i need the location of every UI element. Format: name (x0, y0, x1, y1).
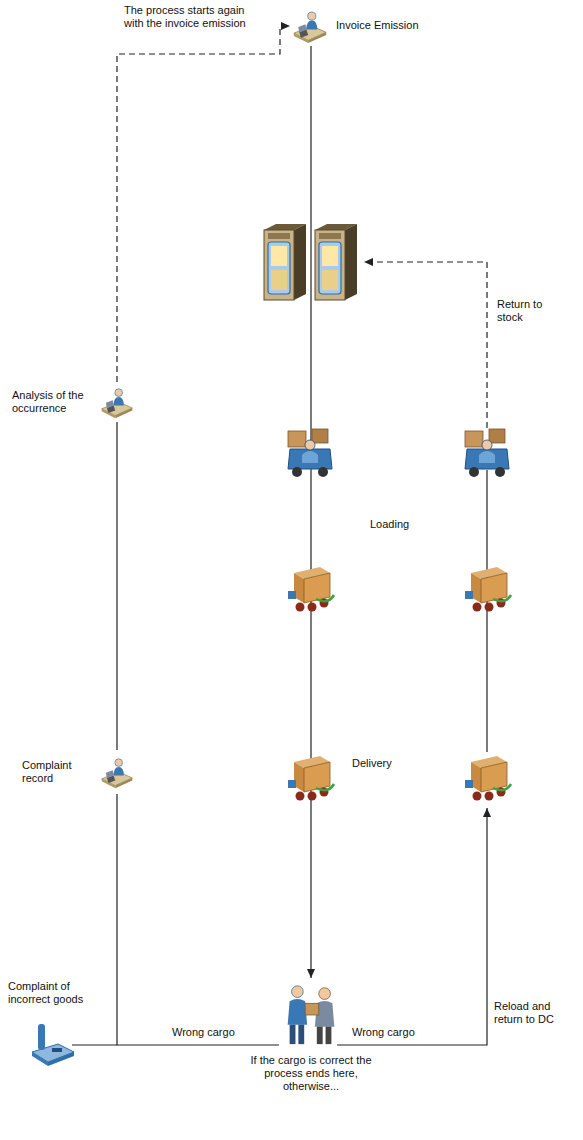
flow-label: Wrong cargo (352, 1026, 415, 1039)
node-label: Analysis of the occurrence (12, 389, 94, 415)
flow-label: Delivery (352, 757, 392, 770)
flow-connector (116, 422, 117, 750)
truck-icon (465, 567, 511, 612)
stock-shelf (264, 224, 306, 300)
truck-icon (465, 756, 511, 801)
return-line (337, 808, 487, 1045)
node-label: If the cargo is correct the process ends… (248, 1054, 374, 1094)
phone-line (72, 1044, 117, 1045)
task-node: Invoice Emission (292, 8, 419, 44)
node-icon (100, 384, 134, 420)
phone-icon (32, 1024, 74, 1066)
forklift-icon (465, 429, 509, 477)
flow-label: Complaint of incorrect goods (8, 980, 108, 1006)
task-node: Complaint record (22, 752, 134, 792)
node-label: Complaint record (22, 759, 94, 785)
flow-label: Return to stock (497, 298, 567, 324)
truck-icon (288, 756, 334, 801)
node-label: Invoice Emission (336, 19, 419, 32)
return-to-stock-line (364, 262, 487, 428)
forklift-icon (288, 429, 332, 477)
stock-shelf (315, 224, 357, 300)
flow-connector (310, 46, 311, 978)
node-icon (292, 8, 328, 44)
flow-label: Reload and return to DC (494, 1000, 580, 1026)
task-node: Analysis of the occurrence (12, 384, 134, 420)
node-icon (100, 752, 134, 792)
edge-label: Wrong cargo (172, 1026, 235, 1039)
edge-label: The process starts again with the invoic… (124, 4, 252, 30)
flow-connector (117, 794, 279, 1045)
flow-connector (117, 26, 290, 382)
truck-icon (288, 567, 334, 612)
node-icon (281, 980, 341, 1048)
flow-label: Loading (370, 518, 409, 531)
